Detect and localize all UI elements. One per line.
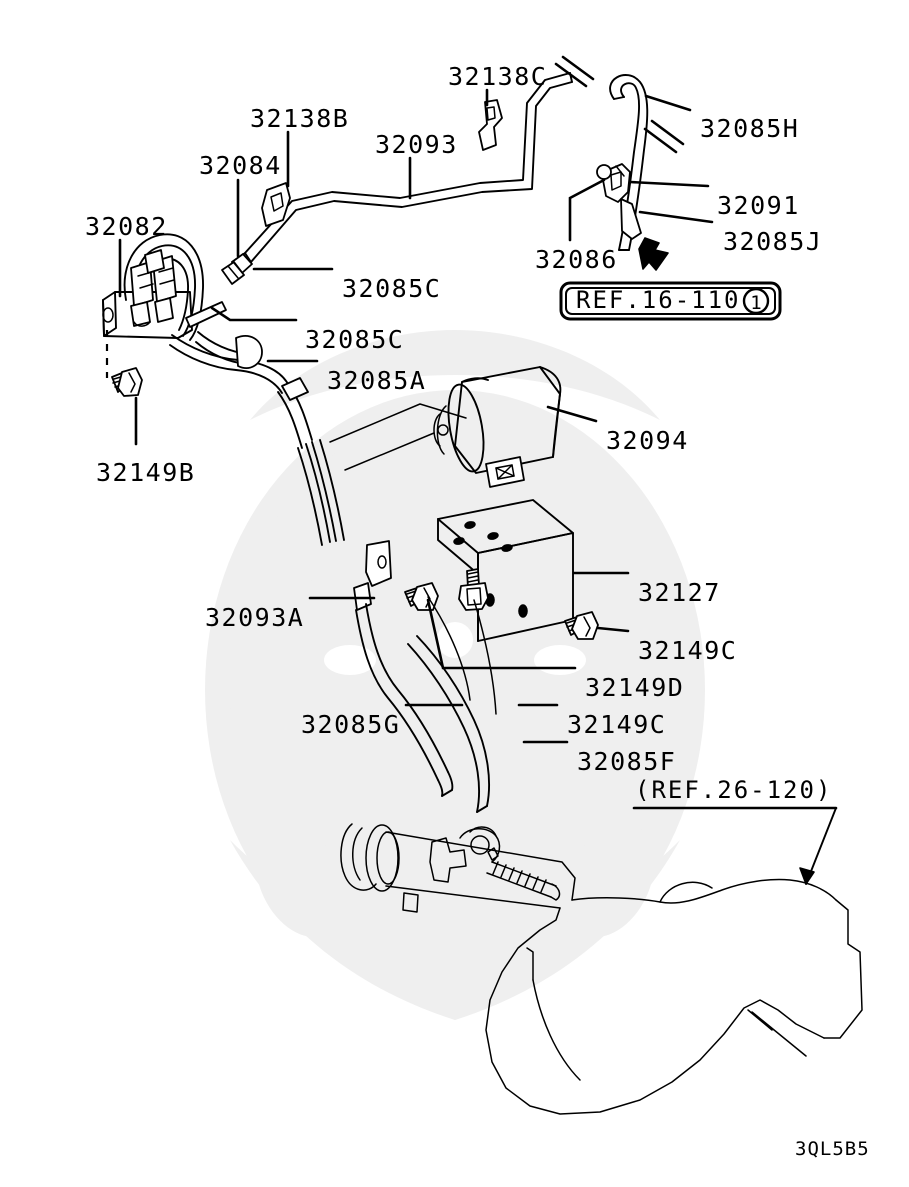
drawing-code-stamp: 3QL5B5 (795, 1138, 870, 1160)
reference-arrowhead (799, 867, 815, 885)
bolt-32149c-right (564, 611, 599, 640)
reference-label-16-110: REF.16-110 (576, 286, 741, 314)
part-number-32149b: 32149B (96, 458, 195, 487)
leader-32094 (546, 405, 598, 423)
part-number-32149c: 32149C (567, 710, 666, 739)
reference-box-16-110[interactable]: REF.16-110 1 (559, 281, 782, 321)
part-number-32085h: 32085H (700, 114, 799, 143)
part-number-32082: 32082 (85, 212, 168, 241)
hose-32085j (620, 198, 642, 240)
part-number-32091: 32091 (717, 191, 800, 220)
reference-badge-number: 1 (750, 292, 761, 314)
part-number-32085a: 32085A (327, 366, 426, 395)
part-number-32085c: 32085C (342, 274, 441, 303)
part-number-labels: 32138C 32085H 32138B 32093 32084 32091 32085J 3… (85, 62, 822, 776)
hose-guide-a (427, 596, 471, 701)
hose-32085g (355, 603, 454, 797)
leader-32085c-lower (210, 306, 298, 322)
clip-32138b (261, 182, 291, 227)
part-number-32085c: 32085C (305, 325, 404, 354)
direction-arrow (638, 237, 669, 271)
leader-32149c-right (596, 626, 630, 633)
part-number-32094: 32094 (606, 426, 689, 455)
pipe-32093-assembly (231, 72, 573, 273)
part-number-32084: 32084 (199, 151, 282, 180)
hose-32085h (554, 55, 685, 251)
part-number-32149c: 32149C (638, 636, 737, 665)
eyelet-32086 (596, 164, 612, 180)
leader-32086 (568, 178, 606, 242)
canister-32094 (329, 366, 562, 488)
leader-32149d (426, 598, 577, 670)
clip-32093a (353, 540, 392, 611)
reference-box-26-120[interactable]: (REF.26-120) (632, 776, 838, 885)
leader-32085h (644, 94, 692, 112)
bolt-32149b (111, 367, 143, 397)
part-number-32093a: 32093A (205, 603, 304, 632)
leader-lines (118, 88, 714, 744)
part-number-32086: 32086 (535, 245, 618, 274)
part-number-32085g: 32085G (301, 710, 400, 739)
transmission-housing (340, 823, 863, 1115)
hose-32085a (169, 331, 345, 546)
hose-guide-b (473, 599, 497, 715)
hose-32085c-lower (185, 301, 227, 328)
part-number-32085j: 32085J (723, 227, 822, 256)
bolt-32149c-left (404, 582, 439, 611)
part-number-32149d: 32149D (585, 673, 684, 702)
leader-32091 (628, 180, 710, 188)
reference-badge-circle (742, 287, 770, 315)
reference-label-26-120: (REF.26-120) (635, 776, 832, 804)
hose-32085c-upper (221, 253, 253, 285)
part-number-32093: 32093 (375, 130, 458, 159)
part-number-32138b: 32138B (250, 104, 349, 133)
hose-32085f (407, 635, 490, 813)
part-number-32085f: 32085F (577, 747, 676, 776)
part-number-32138c: 32138C (448, 62, 547, 91)
bolt-32149d (458, 568, 489, 611)
leader-32085j (638, 210, 714, 224)
clip-32138c (478, 99, 503, 151)
part-number-32127: 32127 (638, 578, 721, 607)
